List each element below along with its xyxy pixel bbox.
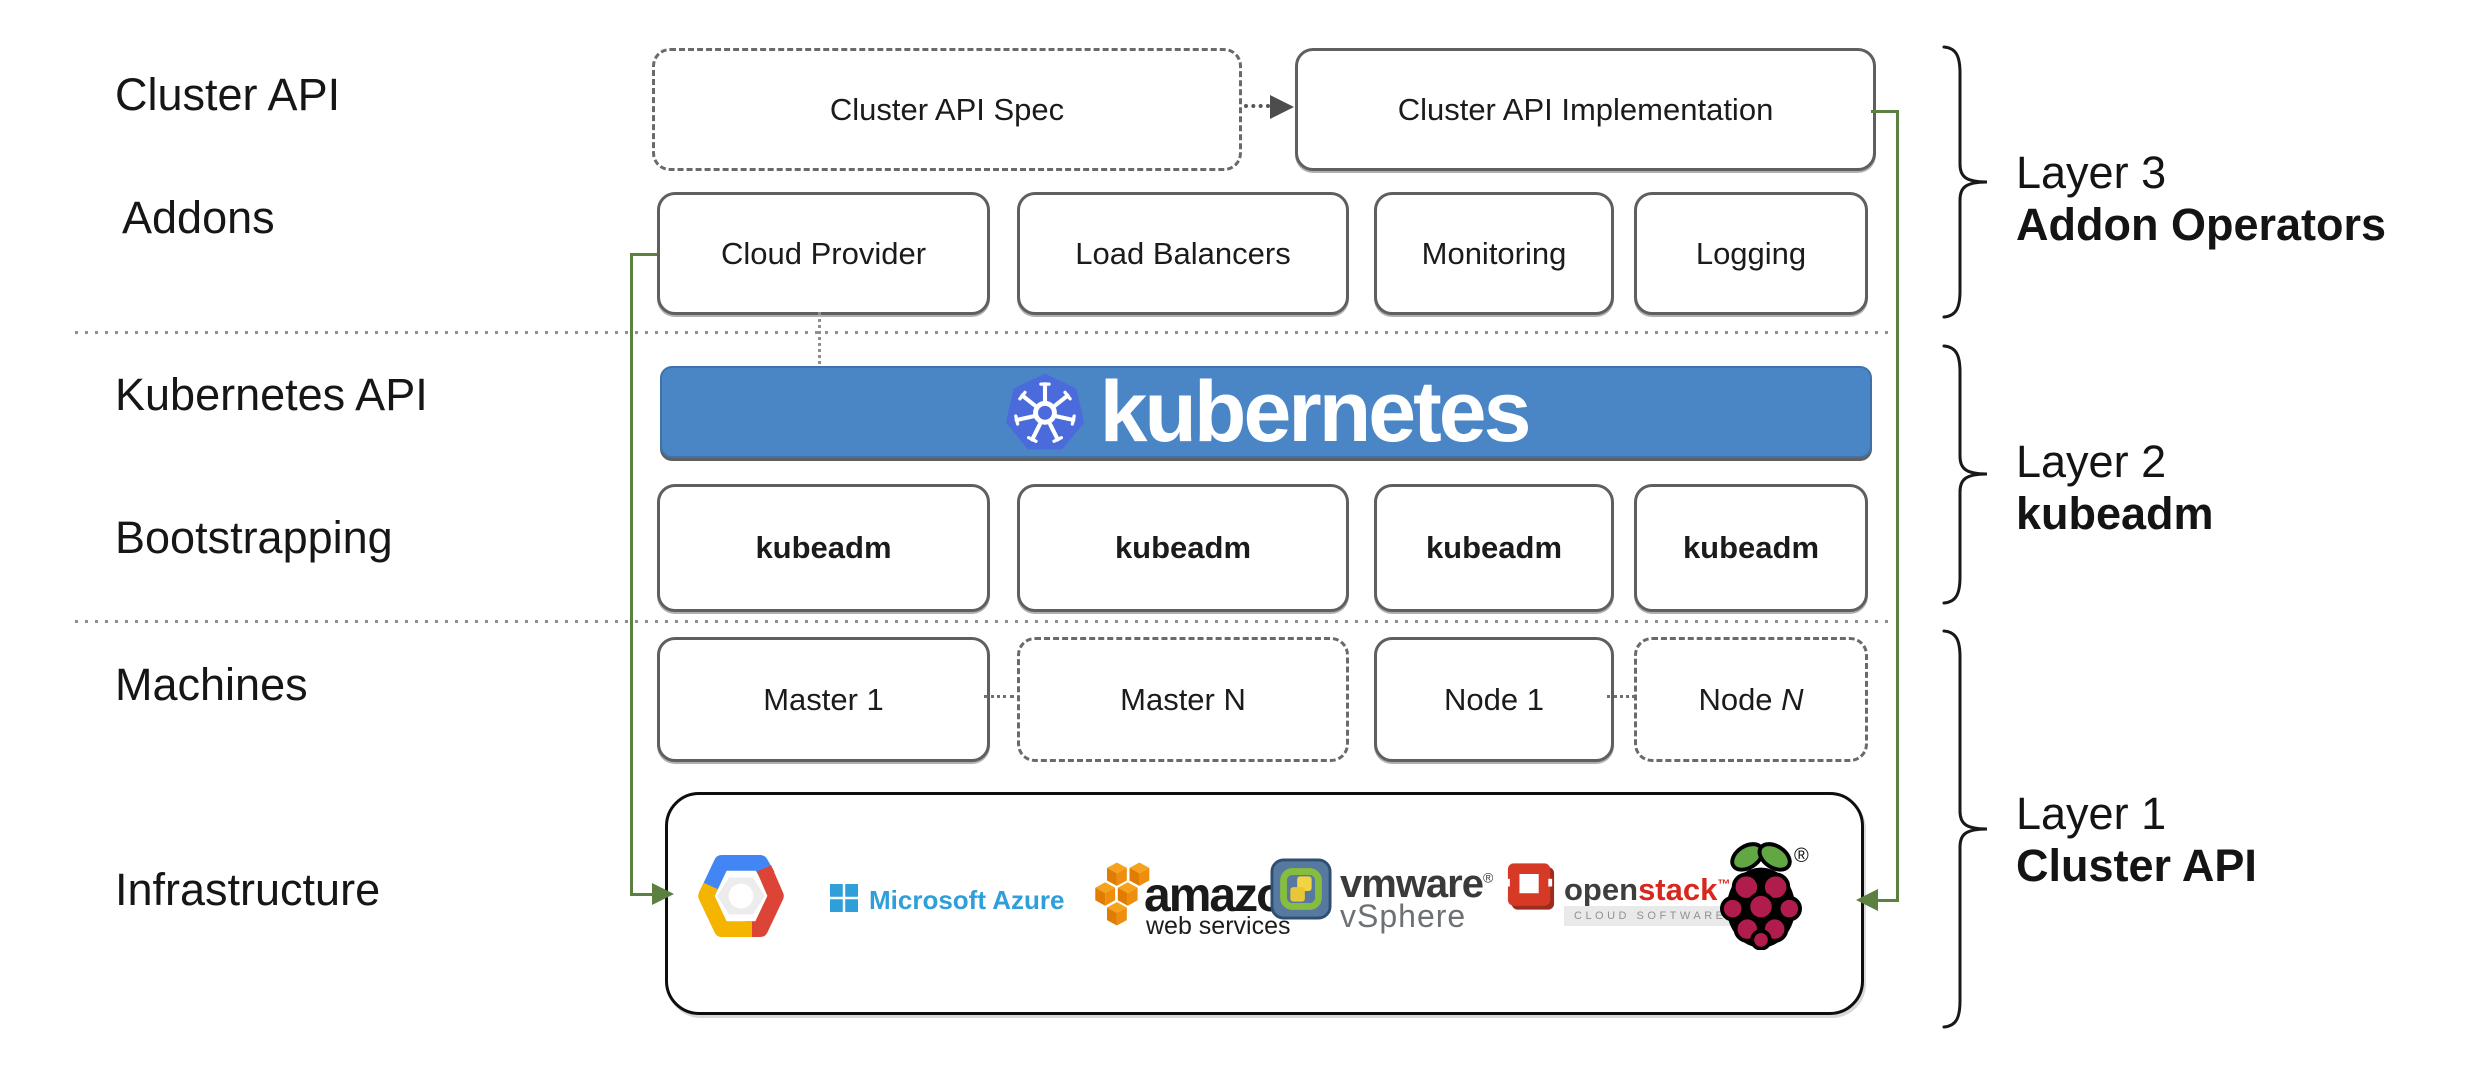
node-n-label: Node N <box>1698 682 1803 718</box>
row-label-machines: Machines <box>115 659 308 710</box>
row-label-infrastructure: Infrastructure <box>115 864 381 915</box>
kubeadm-box-1: kubeadm <box>657 484 990 612</box>
spec-to-impl-connector <box>1244 104 1270 108</box>
row-label-cluster-api: Cluster API <box>115 69 341 120</box>
aws-web-services-label: web services <box>1146 912 1291 940</box>
green-line-right-horizontal-top <box>1871 110 1899 113</box>
kubeadm-label: kubeadm <box>1682 530 1820 565</box>
layer-3-brace-icon <box>1942 45 1988 319</box>
row-label-addons: Addons <box>122 192 275 243</box>
kubeadm-box-4: kubeadm <box>1634 484 1868 612</box>
row-label-kubernetes-api: Kubernetes API <box>115 369 428 420</box>
layer-1-annotation: Layer 1 Cluster API <box>2016 788 2257 892</box>
master-connector <box>984 695 1014 698</box>
kubeadm-label: kubeadm <box>755 530 892 565</box>
infrastructure-box: Microsoft Azure amazon web services vmwa… <box>665 792 1864 1015</box>
green-line-left-horizontal-top <box>630 253 657 256</box>
green-arrowhead-left-icon <box>652 883 674 905</box>
addon-box-logging: Logging <box>1634 192 1868 315</box>
addon-box-cloud-provider: Cloud Provider <box>657 192 990 315</box>
machine-box-node-1: Node 1 <box>1374 637 1614 762</box>
layer-1-brace-icon <box>1942 629 1988 1029</box>
layer-2-brace-icon <box>1942 344 1988 605</box>
raspberry-pi-trademark: ® <box>1794 845 1809 867</box>
google-cloud-logo-icon <box>698 855 784 937</box>
vmware-wordmark-text: vmware <box>1340 862 1484 906</box>
kubernetes-banner: kubernetes <box>660 366 1872 458</box>
green-arrowhead-right-icon <box>1856 889 1878 911</box>
layer-2-title: Layer 2 <box>2016 436 2167 487</box>
cluster-api-spec-box: Cluster API Spec <box>652 48 1242 171</box>
layer-1-subtitle: Cluster API <box>2016 840 2257 891</box>
addon-box-load-balancers: Load Balancers <box>1017 192 1349 315</box>
cluster-api-implementation-label: Cluster API Implementation <box>1397 91 1774 127</box>
kubeadm-label: kubeadm <box>1425 530 1563 565</box>
microsoft-logo-icon <box>830 884 858 912</box>
logging-label: Logging <box>1695 235 1807 271</box>
machine-box-node-n: Node N <box>1634 637 1868 762</box>
green-line-left-vertical <box>630 253 633 895</box>
master-n-label: Master N <box>1120 681 1246 717</box>
openstack-logo-icon <box>1506 863 1555 910</box>
addon-box-monitoring: Monitoring <box>1374 192 1614 315</box>
layer-2-subtitle: kubeadm <box>2016 488 2214 539</box>
vmware-vsphere-logo-icon <box>1270 858 1332 920</box>
kubeadm-box-2: kubeadm <box>1017 484 1349 612</box>
layer-3-subtitle: Addon Operators <box>2016 199 2387 250</box>
master-1-label: Master 1 <box>763 681 884 717</box>
kubeadm-label: kubeadm <box>1114 530 1252 565</box>
kubernetes-logo-icon <box>1005 373 1084 450</box>
openstack-word-open: open <box>1564 872 1639 907</box>
layer-2-annotation: Layer 2 kubeadm <box>2016 436 2214 540</box>
layer-1-title: Layer 1 <box>2016 788 2167 839</box>
green-line-right-horizontal-bottom <box>1877 899 1899 902</box>
openstack-word-stack: stack <box>1638 872 1718 907</box>
vmware-wordmark: vmware® <box>1340 862 1493 907</box>
cluster-api-implementation-box: Cluster API Implementation <box>1295 48 1876 171</box>
node-n-label-text: Node <box>1698 681 1782 717</box>
machine-box-master-n: Master N <box>1017 637 1349 762</box>
node-1-label: Node 1 <box>1444 681 1544 717</box>
vmware-trademark: ® <box>1482 869 1493 886</box>
cloud-provider-to-kubernetes-connector <box>818 312 821 364</box>
node-n-label-italic-n: N <box>1781 681 1804 717</box>
raspberry-pi-logo-icon <box>1720 842 1802 950</box>
green-line-left-horizontal-bottom <box>630 893 654 896</box>
separator-line-top <box>75 331 1890 334</box>
aws-cubes-logo-icon <box>1095 862 1150 926</box>
separator-line-bottom <box>75 620 1890 623</box>
openstack-cloud-software-label: CLOUD SOFTWARE <box>1564 906 1737 926</box>
vsphere-label: vSphere <box>1340 898 1467 934</box>
node-connector <box>1607 695 1641 698</box>
layer-3-annotation: Layer 3 Addon Operators <box>2016 147 2386 251</box>
layer-3-title: Layer 3 <box>2016 147 2167 198</box>
kubeadm-box-3: kubeadm <box>1374 484 1614 612</box>
row-label-bootstrapping: Bootstrapping <box>115 512 393 563</box>
spec-to-impl-arrowhead-icon <box>1270 95 1294 119</box>
microsoft-azure-wordmark: Microsoft Azure <box>869 885 1065 915</box>
load-balancers-label: Load Balancers <box>1075 235 1291 271</box>
monitoring-label: Monitoring <box>1421 235 1567 271</box>
openstack-trademark: ™ <box>1717 876 1731 892</box>
cloud-provider-label: Cloud Provider <box>720 235 927 271</box>
openstack-wordmark: openstack™ <box>1564 872 1730 908</box>
green-line-right-vertical <box>1896 110 1899 902</box>
cluster-api-spec-label: Cluster API Spec <box>829 91 1065 127</box>
kubernetes-wordmark: kubernetes <box>1099 364 1532 460</box>
machine-box-master-1: Master 1 <box>657 637 990 762</box>
